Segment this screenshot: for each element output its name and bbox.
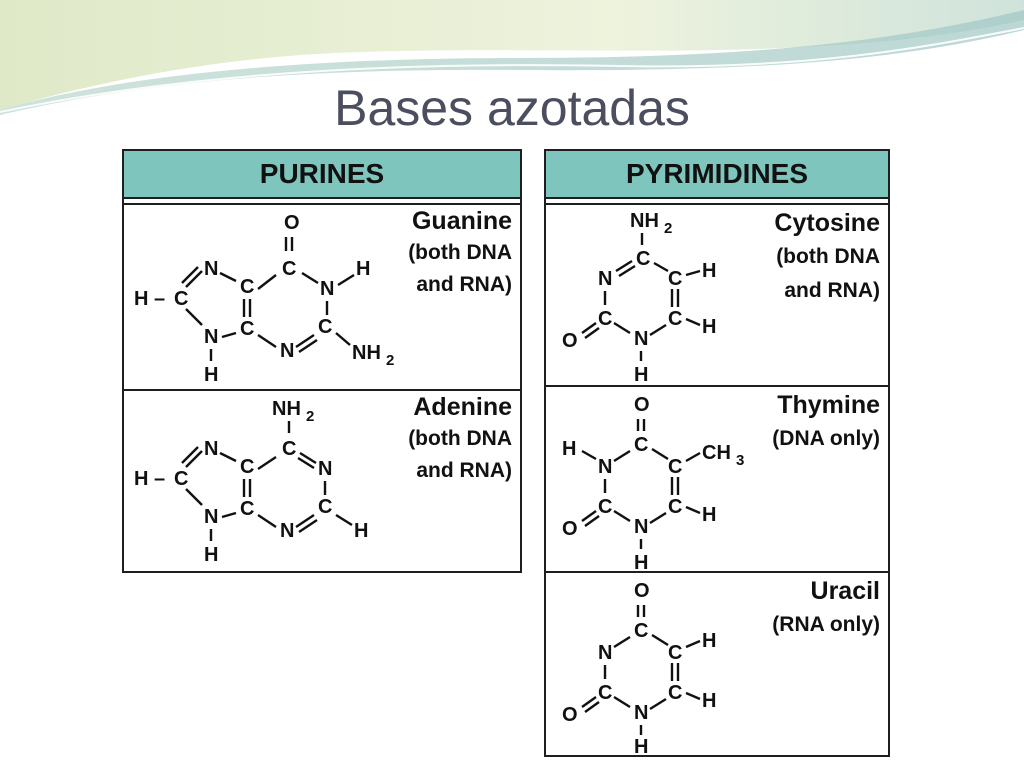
atom-label: C [598, 496, 612, 518]
cytosine-name: Cytosine [774, 209, 880, 237]
atom-label: CH [702, 442, 731, 464]
uracil-note-line1: (RNA only) [772, 613, 880, 636]
atom-label: H [356, 258, 370, 280]
cytosine-structure: NH 2 C N C O N H C C H [562, 210, 716, 385]
atom-label: C [240, 498, 254, 520]
purines-header: PURINES [124, 151, 520, 199]
atom-label: H – [134, 288, 165, 310]
pyrimidines-header: PYRIMIDINES [546, 151, 888, 199]
atom-label: O [562, 518, 578, 540]
atom-label: H [702, 316, 716, 338]
slide-background-swoosh [0, 0, 1024, 115]
thymine-note-line1: (DNA only) [772, 427, 880, 450]
atom-label: C [634, 434, 648, 456]
atom-label: N [204, 438, 218, 460]
cytosine-note-line1: (both DNA [776, 245, 880, 268]
atom-label: O [562, 330, 578, 352]
atom-label: C [668, 268, 682, 290]
atom-label: NH [272, 398, 301, 420]
atom-label: C [318, 496, 332, 518]
atom-label: C [282, 258, 296, 280]
thymine-cell: Thymine (DNA only) O C N H C O N H C [546, 385, 888, 574]
guanine-name: Guanine [411, 207, 512, 235]
atom-label: N [280, 520, 294, 542]
atom-label: C [240, 318, 254, 340]
uracil-name: Uracil [810, 577, 880, 605]
guanine-structure: O C N H C NH 2 N C C N [134, 212, 394, 386]
thymine-name: Thymine [777, 391, 880, 419]
atom-label: N [634, 702, 648, 724]
atom-label: C [634, 620, 648, 642]
atom-label: O [634, 394, 650, 416]
adenine-note-line2: and RNA) [416, 459, 512, 482]
pyrimidines-panel: PYRIMIDINES Cytosine (both DNA and RNA) … [544, 149, 890, 757]
purines-panel: PURINES Guanine (both DNA and RNA) O C N… [122, 149, 522, 573]
atom-label: 2 [386, 352, 394, 369]
atom-label: H [204, 544, 218, 566]
atom-label: N [280, 340, 294, 362]
atom-label: N [598, 268, 612, 290]
atom-label: 2 [306, 408, 314, 425]
atom-label: C [668, 682, 682, 704]
atom-label: H [702, 690, 716, 712]
guanine-cell: Guanine (both DNA and RNA) O C N H C NH … [124, 205, 520, 391]
header-rule [546, 203, 888, 205]
uracil-structure: O C N C O N H C C H H [562, 580, 716, 757]
atom-label: H [354, 520, 368, 542]
atom-label: H [702, 260, 716, 282]
atom-label: N [598, 456, 612, 478]
atom-label: N [318, 458, 332, 480]
atom-label: C [174, 288, 188, 310]
atom-label: NH [630, 210, 659, 232]
cytosine-cell: Cytosine (both DNA and RNA) NH 2 C N C O… [546, 205, 888, 385]
atom-label: C [598, 682, 612, 704]
cytosine-note-line2: and RNA) [784, 279, 880, 302]
guanine-note-line2: and RNA) [416, 273, 512, 296]
atom-label: C [240, 276, 254, 298]
atom-label: N [634, 328, 648, 350]
atom-label: H [634, 736, 648, 757]
atom-label: N [204, 258, 218, 280]
atom-label: C [598, 308, 612, 330]
atom-label: C [668, 496, 682, 518]
atom-label: O [634, 580, 650, 602]
atom-label: C [668, 642, 682, 664]
atom-label: H [562, 438, 576, 460]
adenine-name: Adenine [413, 393, 512, 421]
header-rule [124, 203, 520, 205]
atom-label: N [320, 278, 334, 300]
uracil-cell: Uracil (RNA only) O C N C O N H C C [546, 571, 888, 757]
adenine-cell: Adenine (both DNA and RNA) NH 2 C N C H … [124, 389, 520, 571]
slide-title: Bases azotadas [334, 80, 690, 136]
atom-label: H [634, 364, 648, 385]
atom-label: H [702, 504, 716, 526]
atom-label: NH [352, 342, 381, 364]
nitrogenous-bases-figure: PURINES Guanine (both DNA and RNA) O C N… [118, 146, 896, 760]
atom-label: H [634, 552, 648, 574]
atom-label: C [668, 308, 682, 330]
adenine-note-line1: (both DNA [408, 427, 512, 450]
atom-label: O [284, 212, 300, 234]
thymine-structure: O C N H C O N H C C C [562, 394, 744, 574]
atom-label: H [702, 630, 716, 652]
atom-label: H [204, 364, 218, 386]
atom-label: C [282, 438, 296, 460]
atom-label: C [174, 468, 188, 490]
atom-label: C [318, 316, 332, 338]
atom-label: C [668, 456, 682, 478]
atom-label: 2 [664, 220, 672, 237]
atom-label: N [598, 642, 612, 664]
atom-label: O [562, 704, 578, 726]
adenine-structure: NH 2 C N C H N C C N C [134, 398, 368, 566]
atom-label: N [204, 326, 218, 348]
atom-label: C [636, 248, 650, 270]
atom-label: C [240, 456, 254, 478]
atom-label: N [634, 516, 648, 538]
atom-label: 3 [736, 452, 744, 469]
guanine-note-line1: (both DNA [408, 241, 512, 264]
atom-label: N [204, 506, 218, 528]
atom-label: H – [134, 468, 165, 490]
